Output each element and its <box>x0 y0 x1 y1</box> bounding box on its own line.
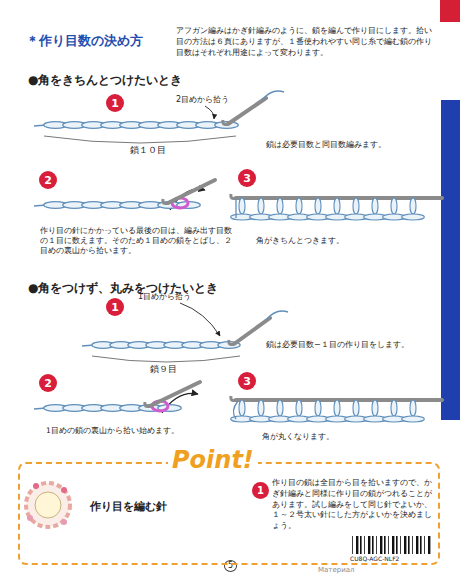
count-label: 鎖１０目 <box>130 145 166 156</box>
watermark: Материал <box>318 566 354 575</box>
step-number: 1 <box>252 482 269 499</box>
loop-on-hook <box>391 198 397 214</box>
loop-on-hook <box>296 198 302 214</box>
loop-on-hook <box>258 400 264 416</box>
callout-text: 2目めから拾う <box>176 95 229 106</box>
tip-title: 作り目を編む針 <box>90 500 167 515</box>
callout-number: 2 <box>44 378 52 389</box>
count-bracket <box>44 136 236 143</box>
barcode-bar <box>428 536 430 554</box>
chain-stitch <box>402 416 425 422</box>
step-note: 1目めの鎖の裏山から拾い始めます。 <box>46 426 179 436</box>
step-number: 1 <box>106 298 124 316</box>
loop-on-hook <box>391 400 397 416</box>
barcode-bar <box>412 536 414 554</box>
callout-number: 1 <box>111 98 119 109</box>
callout-number: 3 <box>243 376 251 387</box>
loop-on-hook <box>372 198 378 214</box>
hook-tip <box>223 120 228 125</box>
hook-tip <box>231 194 236 199</box>
section-heading: ＊作り目数の決め方 <box>26 32 143 50</box>
barcode-bar <box>388 536 390 554</box>
step-number: 3 <box>238 372 256 390</box>
yarn-stroke <box>262 91 284 100</box>
callout-number: 1 <box>257 486 264 496</box>
barcode-bar <box>400 536 402 554</box>
corner-tab <box>440 0 460 22</box>
loop-on-hook <box>277 198 283 214</box>
count-bracket <box>92 356 240 362</box>
barcode-bar <box>360 536 362 554</box>
note: 鎖は必要目数と同目数編みます。 <box>266 140 386 151</box>
page-number: 5 <box>224 560 237 572</box>
barcode-bar <box>364 536 366 554</box>
crochet-hook <box>168 180 215 203</box>
loop-on-hook <box>334 198 340 214</box>
leader-arrow <box>205 106 214 119</box>
barcode-bar <box>372 536 374 554</box>
loop-on-hook <box>239 198 245 214</box>
step-number: 3 <box>238 169 256 187</box>
barcode-bar <box>380 536 382 554</box>
step-number: 1 <box>106 94 124 112</box>
crochet-hook <box>228 98 266 124</box>
hook-tip <box>229 340 234 345</box>
loop-on-hook <box>410 198 416 214</box>
barcode-bar <box>392 536 394 554</box>
barcode-bar <box>368 536 370 554</box>
note: 鎖は必要目数−１目の作り目をします。 <box>266 340 409 351</box>
result-note: 角がきちんとつきます。 <box>256 236 344 247</box>
step-number: 2 <box>39 171 57 189</box>
side-bar <box>441 100 460 420</box>
barcode-bar <box>408 536 410 554</box>
point-box: Point!作り目を編む針作り目の鎖は全目から目を拾いますので、かぎ針編みと同様… <box>18 462 440 565</box>
leader-arrow <box>180 303 220 336</box>
count-label: 鎖９目 <box>150 364 177 375</box>
loop-on-hook <box>296 400 302 416</box>
rounded-edge <box>233 401 238 419</box>
loop-on-hook <box>258 198 264 214</box>
loop-on-hook <box>334 400 340 416</box>
loop-on-hook <box>353 198 359 214</box>
loop-on-hook <box>239 400 245 416</box>
barcode-bar <box>424 536 426 554</box>
intro-note: アフガン編みはかぎ針編みのように、鎖を編んで作り目にします。拾い目の方法は６頁に… <box>176 26 434 58</box>
sub-heading: ●角をきちんとつけたいとき <box>28 72 182 88</box>
barcode-bar <box>416 536 418 554</box>
barcode-bar <box>404 536 406 554</box>
product-code: CU8Q-AGC-NLF2 <box>350 555 399 563</box>
result-note: 角が丸くなります。 <box>262 432 334 443</box>
crochet-hook <box>234 318 270 344</box>
crochet-hook <box>150 382 200 406</box>
hook-tip <box>231 396 236 401</box>
hook-tip <box>145 402 150 407</box>
hook-tip <box>163 199 168 204</box>
loop-on-hook <box>277 400 283 416</box>
callout-number: 2 <box>44 175 52 186</box>
barcode-bar <box>376 536 378 554</box>
callout-number: 3 <box>243 173 251 184</box>
callout-text: 1目めから拾う <box>138 292 191 303</box>
step-number: 2 <box>39 374 57 392</box>
barcode-bar <box>352 536 354 554</box>
chain-stitch <box>402 214 425 220</box>
tip-body: 作り目の鎖は全目から目を拾いますので、かぎ針編みと同様に作り目の鎖がつれることが… <box>272 478 438 532</box>
loop-on-hook <box>410 400 416 416</box>
yarn-stroke <box>266 311 288 320</box>
barcode-bar <box>356 536 358 554</box>
point-heading: Point! <box>168 447 258 473</box>
loop-on-hook <box>353 400 359 416</box>
square-edge <box>235 198 236 218</box>
callout-number: 1 <box>111 302 119 313</box>
step-note: 作り目の針にかかっている最後の目は、編み出す目数の１目に数えます。そのため１目め… <box>40 226 235 256</box>
barcode-bar <box>384 536 386 554</box>
barcode-bar <box>420 536 422 554</box>
barcode <box>352 536 430 554</box>
barcode-bar <box>396 536 398 554</box>
loop-on-hook <box>315 198 321 214</box>
loop-on-hook <box>315 400 321 416</box>
wreath-illustration <box>26 483 70 527</box>
loop-on-hook <box>372 400 378 416</box>
